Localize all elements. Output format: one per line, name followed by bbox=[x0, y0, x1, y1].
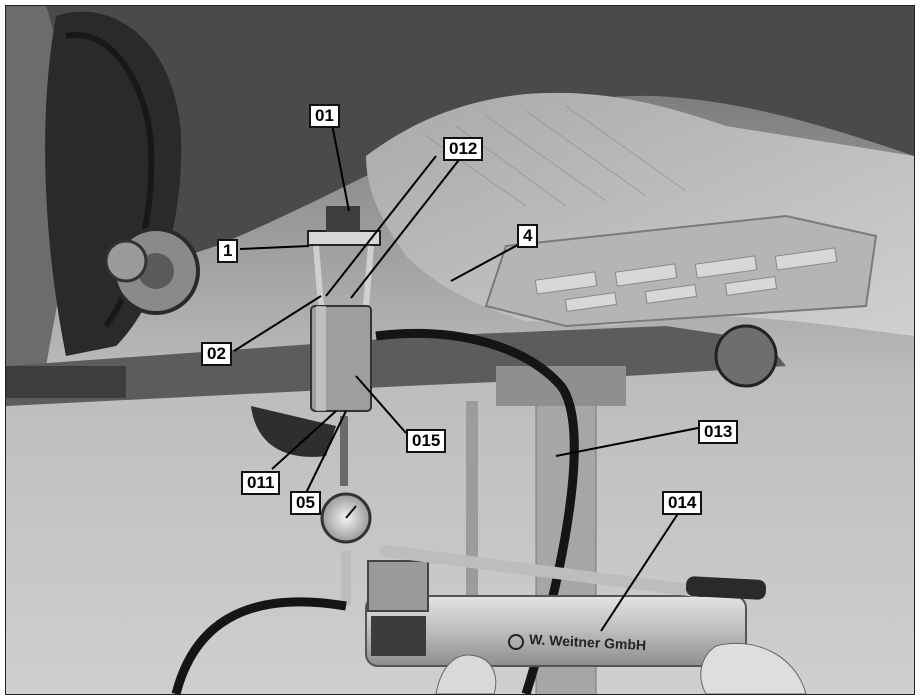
callout-1: 1 bbox=[217, 239, 239, 263]
callout-01: 01 bbox=[309, 104, 340, 128]
photo-frame: W. Weitner GmbH 01 012 1 4 02 015 013 01… bbox=[5, 5, 915, 695]
callout-012: 012 bbox=[443, 137, 484, 161]
callout-011: 011 bbox=[241, 471, 281, 495]
callout-013: 013 bbox=[698, 420, 739, 444]
callout-02: 02 bbox=[201, 342, 232, 366]
callout-015: 015 bbox=[406, 429, 447, 453]
callout-05: 05 bbox=[290, 491, 321, 515]
callout-4: 4 bbox=[517, 224, 539, 248]
pump-brand-label: W. Weitner GmbH bbox=[529, 631, 647, 653]
workshop-photo: W. Weitner GmbH bbox=[6, 6, 914, 694]
callout-014: 014 bbox=[662, 491, 703, 515]
